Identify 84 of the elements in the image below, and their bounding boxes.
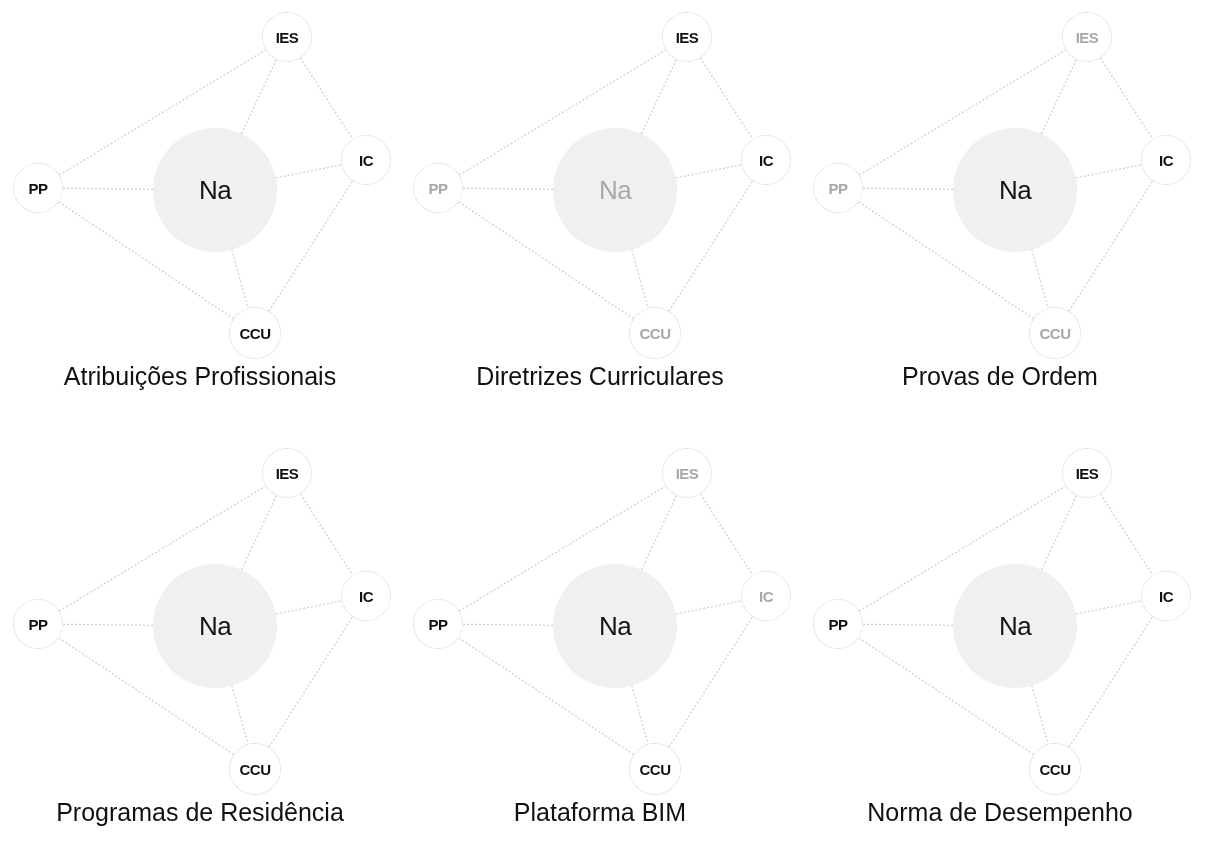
dotted-connector	[1040, 495, 1077, 571]
dotted-connector	[1031, 685, 1049, 745]
node-label: CCU	[1039, 324, 1071, 342]
dotted-connector	[640, 495, 677, 571]
node-label: IES	[675, 28, 699, 46]
dotted-connector	[699, 493, 754, 576]
node-label: Na	[598, 610, 632, 642]
dotted-connector	[462, 187, 554, 190]
dotted-connector	[1068, 180, 1154, 312]
small-circle	[1029, 743, 1081, 795]
dotted-connector	[299, 493, 354, 576]
panel-caption: Programas de Residência	[55, 798, 345, 827]
dotted-connector	[240, 495, 277, 571]
dotted-connector	[240, 59, 277, 135]
panel-caption: Provas de Ordem	[901, 362, 1099, 391]
dotted-connector	[1068, 616, 1154, 748]
dotted-connector	[458, 201, 634, 320]
dotted-connector	[1031, 249, 1049, 309]
dotted-connector	[675, 600, 743, 615]
panel-caption: Norma de Desempenho	[866, 798, 1134, 827]
dotted-connector	[268, 180, 354, 312]
dotted-connector	[1099, 493, 1154, 576]
dotted-connector	[231, 685, 249, 745]
dotted-connector	[640, 59, 677, 135]
dotted-connector	[275, 164, 343, 179]
node-label: PP	[28, 615, 48, 633]
dotted-connector	[268, 616, 354, 748]
dotted-connector	[58, 201, 234, 320]
node-label: PP	[828, 179, 848, 197]
dotted-connector	[668, 616, 754, 748]
dotted-connector	[1075, 600, 1143, 615]
node-label: IC	[1159, 151, 1173, 169]
node-label: CCU	[639, 760, 671, 778]
panel-caption: Diretrizes Curriculares	[475, 362, 725, 391]
dotted-connector	[675, 164, 743, 179]
dotted-connector	[1099, 57, 1154, 140]
dotted-connector	[668, 180, 754, 312]
node-label: IES	[675, 464, 699, 482]
node-label: CCU	[639, 324, 671, 342]
node-label: IES	[1075, 28, 1099, 46]
node-label: PP	[428, 615, 448, 633]
dotted-connector	[858, 201, 1034, 320]
node-label: IC	[759, 587, 773, 605]
node-label: CCU	[239, 760, 271, 778]
node-label: IC	[1159, 587, 1173, 605]
dotted-connector	[231, 249, 249, 309]
node-label: IC	[759, 151, 773, 169]
node-label: IES	[275, 28, 299, 46]
node-label: CCU	[239, 324, 271, 342]
node-label: Na	[198, 610, 232, 642]
dotted-connector	[62, 623, 154, 626]
node-label: PP	[828, 615, 848, 633]
dotted-connector	[275, 600, 343, 615]
dotted-connector	[1075, 164, 1143, 179]
node-label: PP	[28, 179, 48, 197]
node-label: IC	[359, 151, 373, 169]
small-circle	[229, 307, 281, 359]
node-label: Na	[998, 610, 1032, 642]
panel-caption: Atribuições Profissionais	[62, 362, 338, 391]
dotted-connector	[1040, 59, 1077, 135]
dotted-connector	[631, 249, 649, 309]
node-label: Na	[198, 174, 232, 206]
node-label: PP	[428, 179, 448, 197]
small-circle	[1029, 307, 1081, 359]
dotted-connector	[62, 187, 154, 190]
node-label: Na	[998, 174, 1032, 206]
panel-caption: Plataforma BIM	[512, 798, 688, 827]
dotted-connector	[631, 685, 649, 745]
small-circle	[629, 307, 681, 359]
dotted-connector	[299, 57, 354, 140]
small-circle	[629, 743, 681, 795]
dotted-connector	[862, 623, 954, 626]
dotted-connector	[862, 187, 954, 190]
node-label: CCU	[1039, 760, 1071, 778]
dotted-connector	[858, 637, 1034, 756]
dotted-connector	[58, 637, 234, 756]
node-label: IC	[359, 587, 373, 605]
small-circle	[229, 743, 281, 795]
dotted-connector	[458, 637, 634, 756]
node-label: IES	[1075, 464, 1099, 482]
node-label: Na	[598, 174, 632, 206]
dotted-connector	[699, 57, 754, 140]
node-label: IES	[275, 464, 299, 482]
dotted-connector	[462, 623, 554, 626]
